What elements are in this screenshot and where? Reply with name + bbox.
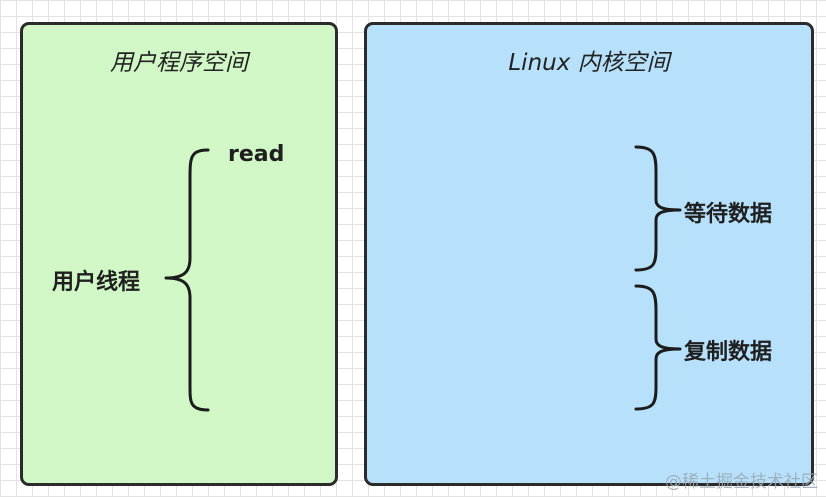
- user-space-title: 用户程序空间: [110, 50, 248, 76]
- kernel-space-title: Linux 内核空间: [508, 50, 670, 76]
- read-call-label: read: [228, 142, 285, 167]
- watermark: @稀土掘金技术社区: [665, 472, 818, 492]
- copy-data-brace: [634, 284, 682, 411]
- kernel-space-panel: Linux 内核空间: [364, 22, 814, 486]
- copy-data-label: 复制数据: [684, 340, 773, 365]
- user-thread-label: 用户线程: [52, 270, 141, 295]
- user-thread-brace: [164, 148, 210, 412]
- user-space-panel: 用户程序空间: [20, 22, 338, 486]
- wait-data-brace: [634, 145, 682, 272]
- wait-data-label: 等待数据: [684, 202, 773, 227]
